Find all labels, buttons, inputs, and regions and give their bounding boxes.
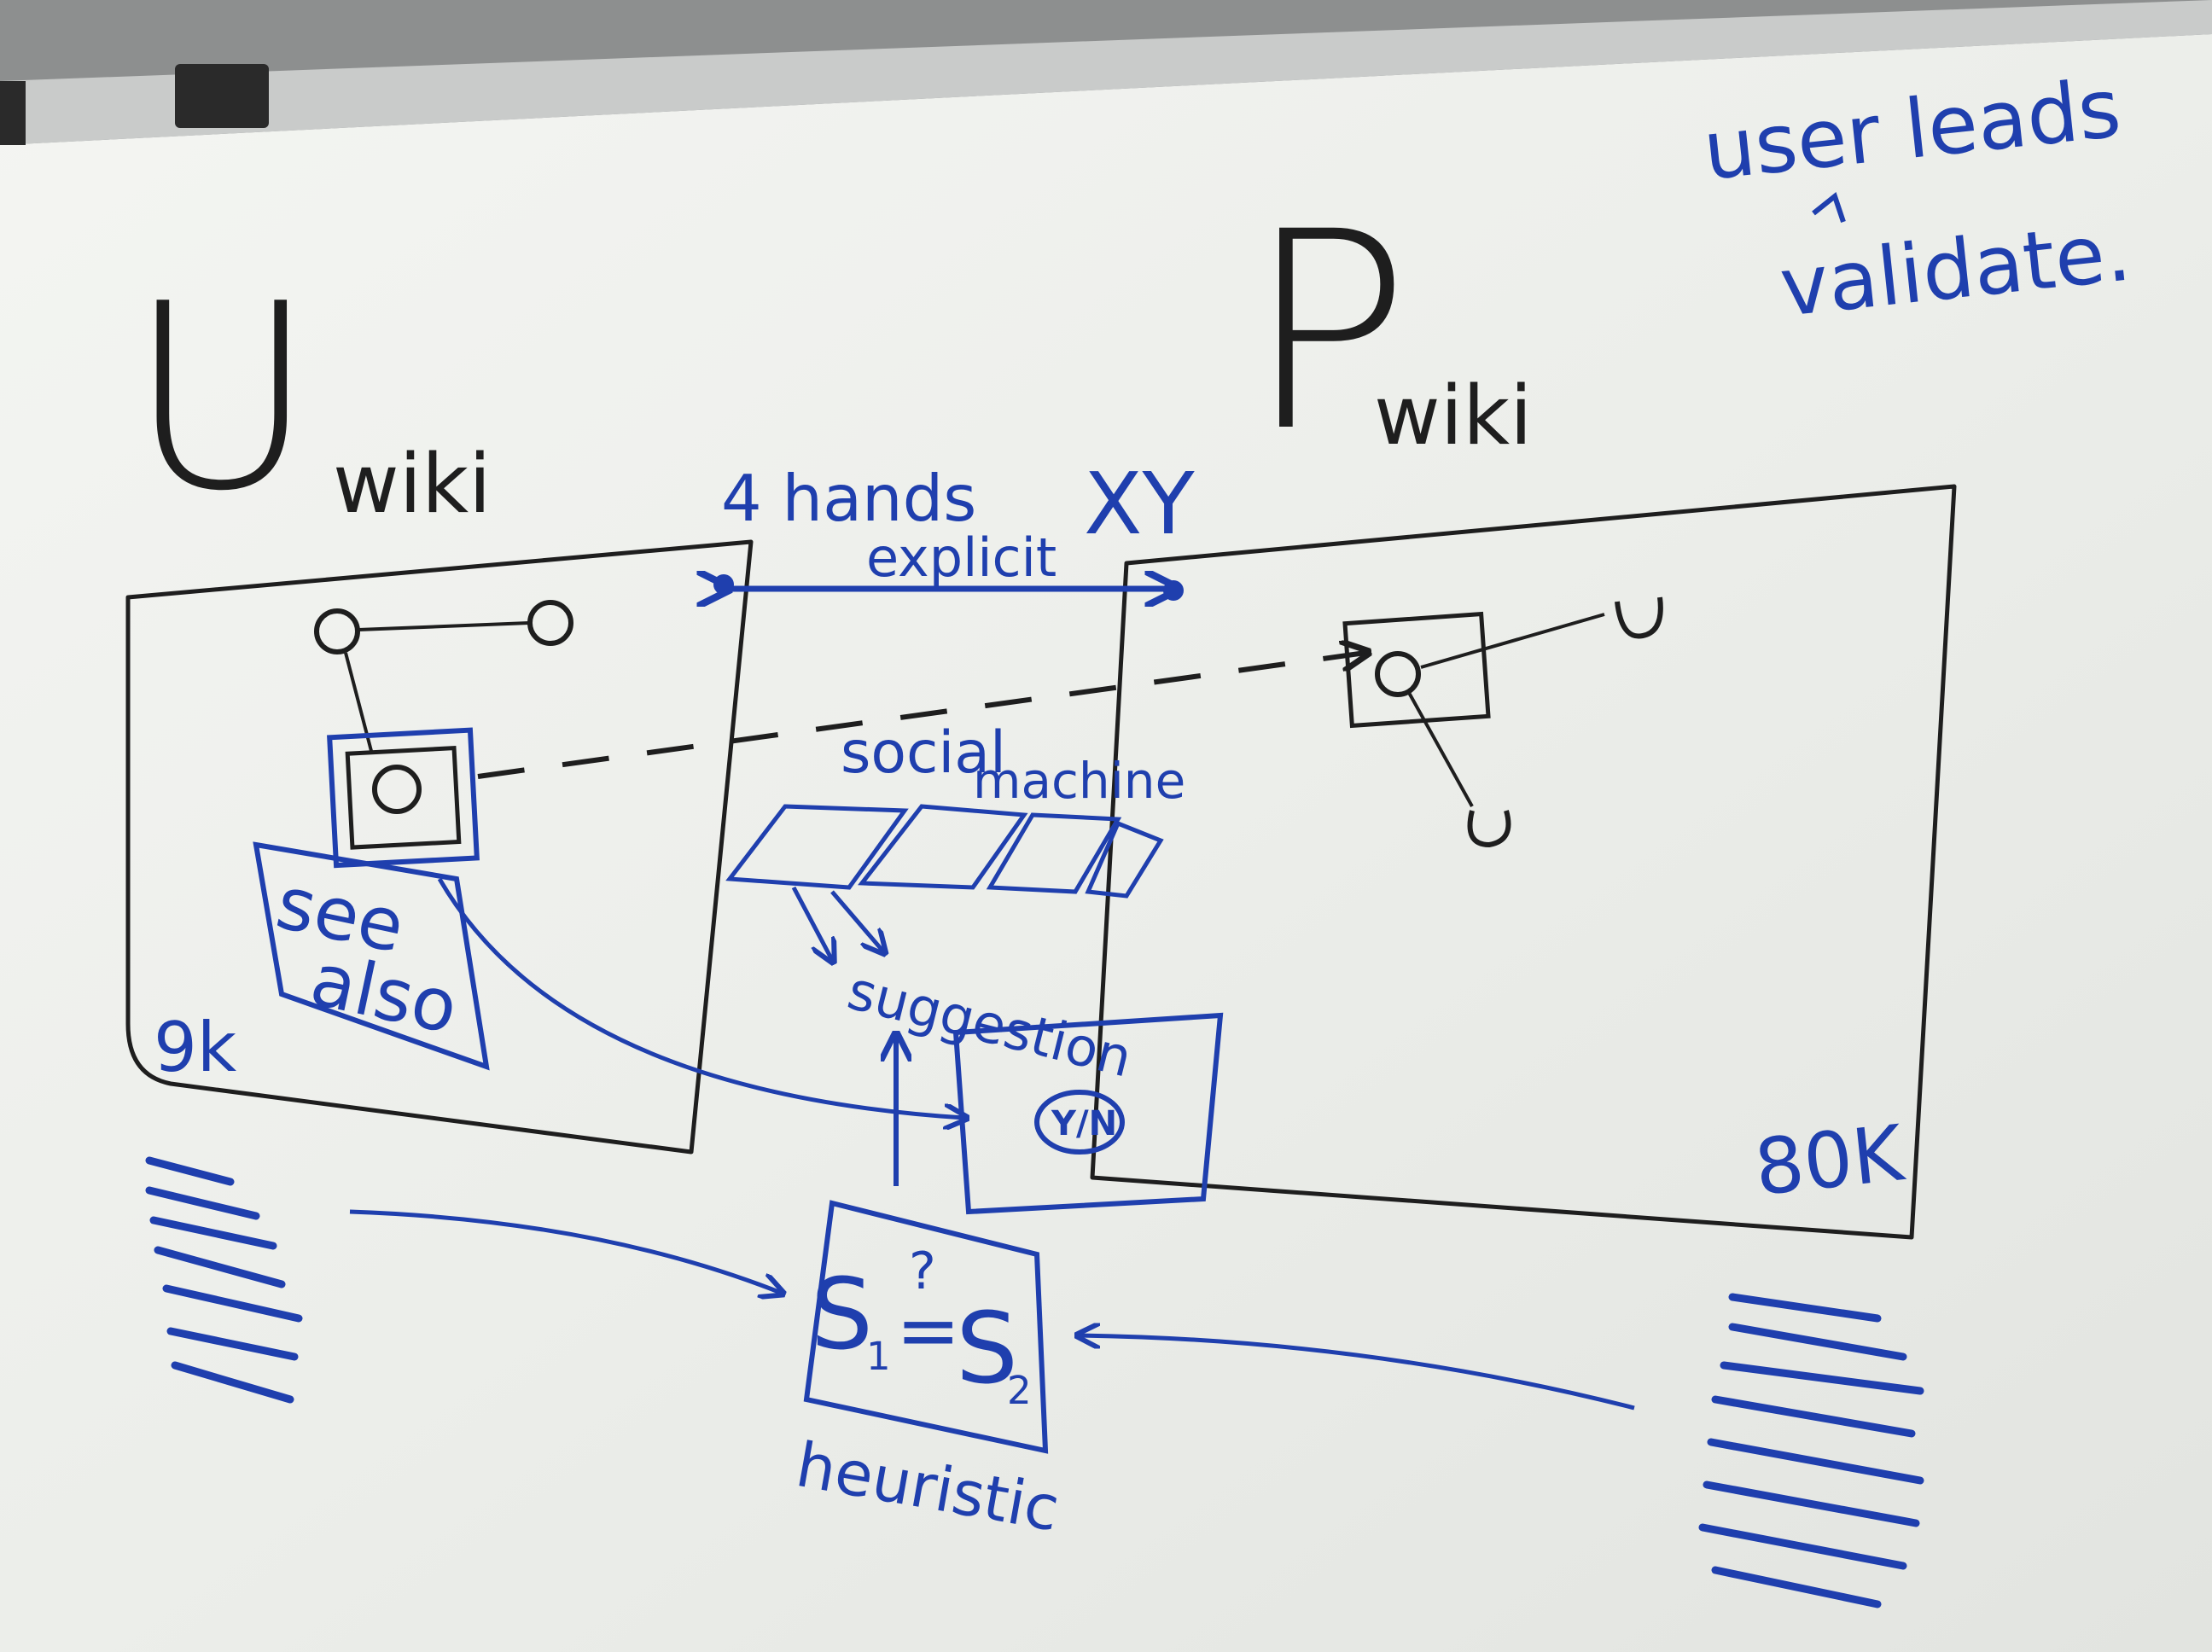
left-wiki-box (125, 539, 754, 1155)
see-also-box (253, 841, 490, 1071)
left-list-to-heuristic-arrow (349, 1209, 781, 1293)
explicit-link-end-left (713, 574, 734, 595)
right-wiki-box (1090, 484, 1957, 1240)
label-s1: S (811, 1258, 873, 1372)
left-selected-node (372, 765, 422, 814)
label-equals: = (896, 1286, 960, 1376)
social-to-suggestion-arrow-2 (830, 890, 883, 951)
right-entity-list (1698, 1293, 1924, 1608)
marker-clip-left (0, 81, 26, 145)
right-list-to-heuristic-arrow (1080, 1335, 1635, 1411)
social-to-suggestion-arrow-1 (791, 886, 832, 960)
label-explicit: explicit (866, 526, 1057, 589)
social-machine-panel-4 (1085, 820, 1164, 899)
right-edge-d (1406, 690, 1474, 807)
explicit-link-end-right (1163, 580, 1184, 601)
social-machine-panel-3 (986, 812, 1122, 894)
suggestion-box (952, 1012, 1224, 1215)
left-title-letter: U (128, 249, 316, 547)
label-s2: S (956, 1292, 1018, 1406)
social-machine-panel-1 (725, 804, 909, 890)
yn-ellipse (1034, 1090, 1125, 1155)
right-node-c (1615, 596, 1663, 639)
label-xy: XY (1084, 454, 1196, 554)
label-question: ? (909, 1242, 936, 1301)
left-node-b (527, 600, 573, 646)
dashed-cross-link (477, 653, 1365, 779)
label-yn: Y/N (1051, 1104, 1117, 1143)
label-4-hands: 4 hands (721, 461, 976, 536)
right-selected-node (1375, 651, 1421, 697)
marker-clip-right (175, 64, 269, 128)
social-machine-panel-2 (858, 804, 1028, 890)
heuristic-box (803, 1200, 1049, 1454)
left-title-word: wiki (333, 438, 492, 532)
left-entity-list (145, 1156, 303, 1404)
note-caret (1812, 191, 1846, 223)
label-s2-sub: 2 (1007, 1368, 1032, 1413)
label-s1-sub: 1 (866, 1334, 891, 1379)
right-node-d (1467, 810, 1511, 848)
right-title-word: wiki (1374, 369, 1533, 463)
left-node-a (314, 608, 360, 654)
see-also-to-suggestion-arrow (437, 877, 964, 1118)
label-social: social (841, 719, 1006, 787)
right-title-letter: P (1246, 174, 1411, 492)
left-edge-ab (358, 621, 530, 631)
right-box-count: 80K (1750, 1108, 1909, 1213)
left-box-count: 9k (154, 1008, 237, 1087)
label-machine: machine (973, 752, 1185, 810)
right-selected-node-frame (1342, 611, 1491, 729)
left-selected-node-frame-inner (345, 746, 462, 850)
left-selected-node-frame-outer (327, 727, 480, 869)
board-top-rail (0, 0, 2212, 145)
right-edge-c (1420, 613, 1605, 669)
